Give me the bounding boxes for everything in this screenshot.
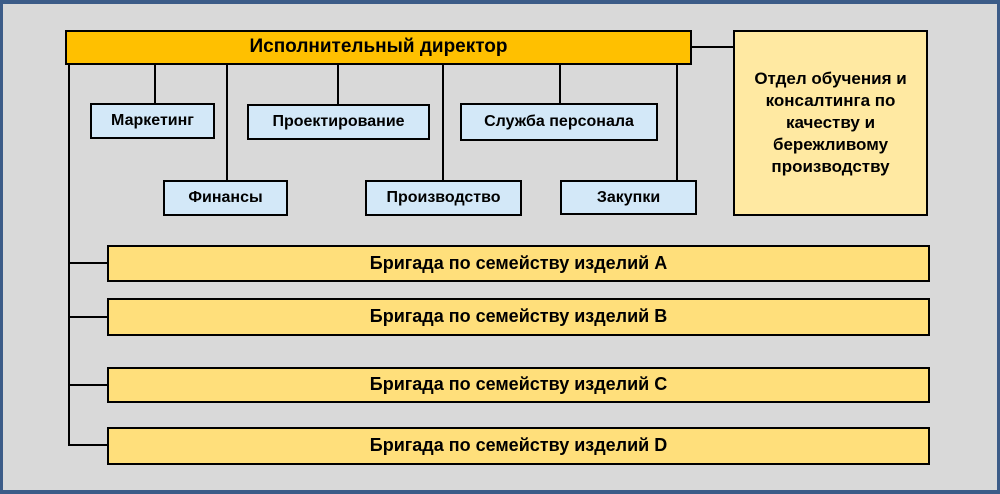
node-marketing-label: Маркетинг <box>111 112 194 130</box>
node-hr-service-label: Служба персонала <box>484 113 634 131</box>
node-team-c-label: Бригада по семейству изделий C <box>369 374 668 395</box>
node-team-a: Бригада по семейству изделий A <box>107 245 930 282</box>
connector-drop-production <box>442 65 444 180</box>
node-purchasing-label: Закупки <box>596 188 661 206</box>
connector-team-d <box>68 444 107 446</box>
node-team-a-label: Бригада по семейству изделий A <box>369 252 668 273</box>
node-finance-label: Финансы <box>188 189 263 207</box>
frame-border-right <box>997 0 1000 494</box>
node-training-department: Отдел обучения и консалтинга по качеству… <box>733 30 928 216</box>
node-team-b-label: Бригада по семейству изделий B <box>369 306 668 327</box>
node-team-d: Бригада по семейству изделий D <box>107 427 930 465</box>
frame-border-left <box>0 0 3 494</box>
node-team-c: Бригада по семейству изделий C <box>107 367 930 403</box>
node-production: Производство <box>365 180 522 216</box>
connector-drop-design <box>337 65 339 104</box>
connector-drop-hr <box>559 65 561 103</box>
node-finance: Финансы <box>163 180 288 216</box>
connector-left-trunk <box>68 65 70 446</box>
node-training-department-label: Отдел обучения и консалтинга по качеству… <box>754 68 907 177</box>
frame-border-bottom <box>0 490 1000 494</box>
node-executive-director: Исполнительный директор <box>65 30 692 65</box>
node-team-b: Бригада по семейству изделий B <box>107 298 930 336</box>
frame-border-top <box>0 0 1000 4</box>
node-design-label: Проектирование <box>272 113 405 131</box>
connector-team-a <box>68 262 107 264</box>
node-hr-service: Служба персонала <box>460 103 658 141</box>
node-design: Проектирование <box>247 104 430 140</box>
connector-drop-purchasing <box>676 65 678 180</box>
node-marketing: Маркетинг <box>90 103 215 139</box>
connector-director-training <box>692 46 733 48</box>
node-purchasing: Закупки <box>560 180 697 215</box>
node-executive-director-label: Исполнительный директор <box>249 36 508 58</box>
node-team-d-label: Бригада по семейству изделий D <box>369 435 668 456</box>
connector-team-c <box>68 384 107 386</box>
node-production-label: Производство <box>386 189 501 207</box>
connector-drop-marketing <box>154 65 156 103</box>
connector-drop-finance <box>226 65 228 180</box>
connector-team-b <box>68 316 107 318</box>
